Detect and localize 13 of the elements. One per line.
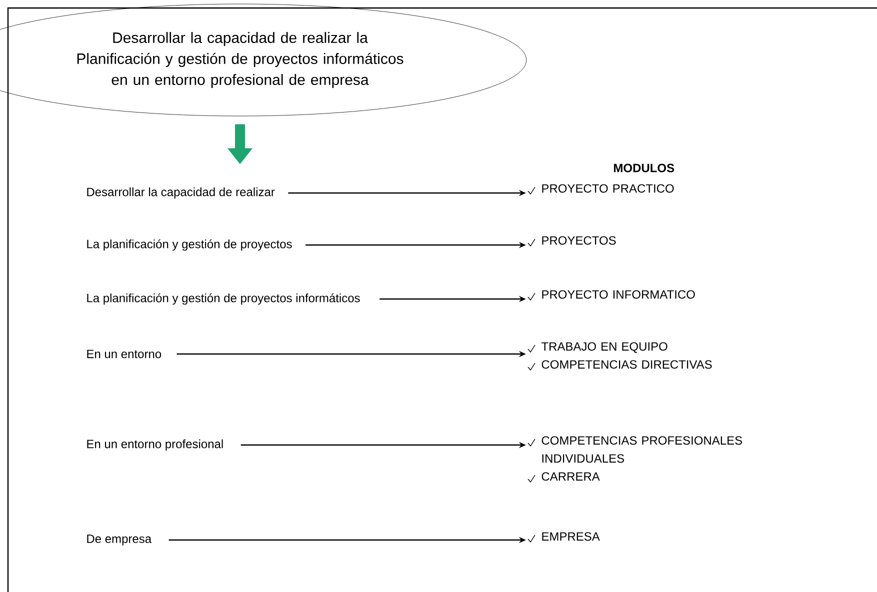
row-text: La planificación y gestión de proyectos — [87, 239, 292, 251]
row-text: Desarrollar la capacidad de realizar — [87, 187, 275, 199]
module-list: PROYECTO INFORMATICO — [542, 290, 695, 299]
module-list: PROYECTO PRACTICO — [542, 184, 674, 193]
module-list: EMPRESA — [542, 532, 600, 541]
row-text: La planificación y gestión de proyectos informáticos — [87, 293, 360, 305]
heading: MODULOS — [614, 164, 674, 172]
row-text: En un entorno profesional — [87, 439, 223, 451]
row-text: De empresa — [87, 534, 152, 546]
module-list: PROYECTOS — [542, 236, 616, 245]
module-list: TRABAJO EN EQUIPO COMPETENCIAS DIRECTIVAS — [541, 342, 712, 369]
module-list: COMPETENCIAS PROFESIONALES INDIVIDUALES CARRERA — [542, 436, 742, 481]
row-text: En un entorno — [87, 350, 162, 358]
